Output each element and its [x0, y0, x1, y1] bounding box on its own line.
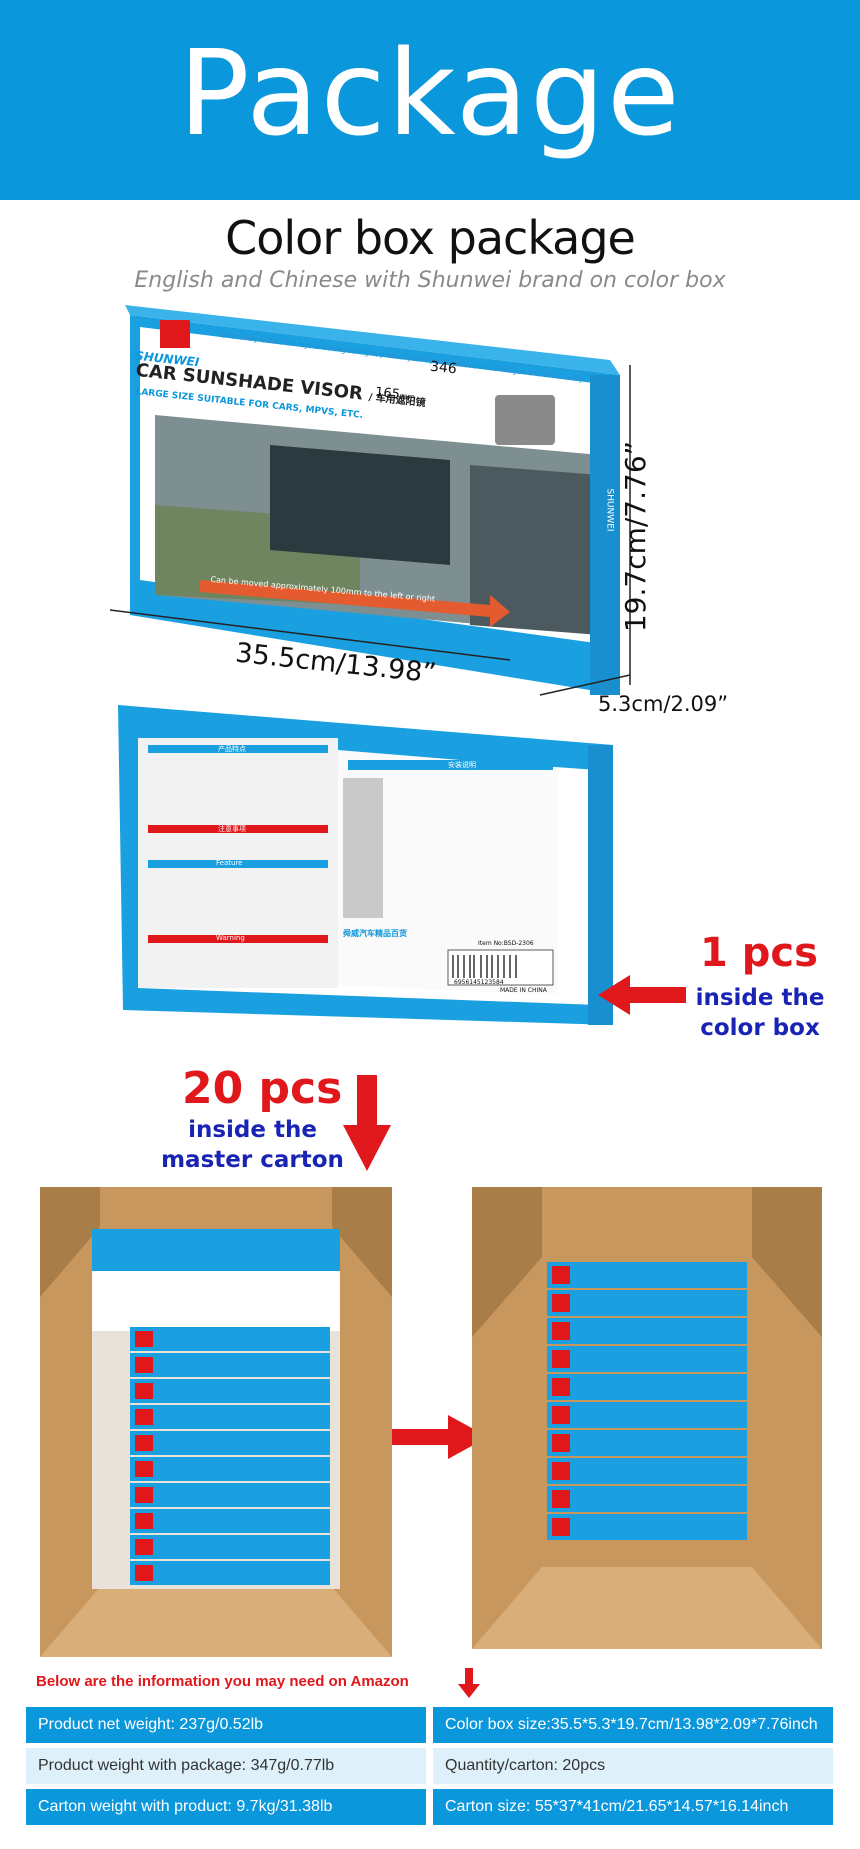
arrow-left-icon — [598, 975, 686, 1015]
page-title: Package — [178, 24, 682, 162]
back-heading-notes: 注意事项 — [218, 825, 246, 833]
info-row-quantity: Quantity/carton: 20pcs — [433, 1748, 833, 1784]
carton-left-drawing — [40, 1187, 392, 1657]
info-row-package-weight: Product weight with package: 347g/0.77lb — [26, 1748, 426, 1784]
twenty-pcs-line1: inside the — [188, 1117, 317, 1143]
arrow-down-small-icon — [458, 1668, 480, 1698]
section-note: English and Chinese with Shunwei brand o… — [134, 268, 726, 293]
dimension-height: 19.7cm/7.76” — [619, 440, 653, 633]
back-heading-feature-en: Feature — [216, 859, 243, 867]
visor-width-label: 346 — [429, 359, 457, 378]
twenty-pcs-line2: master carton — [161, 1147, 344, 1173]
info-row-box-size: Color box size:35.5*5.3*19.7cm/13.98*2.0… — [433, 1707, 833, 1743]
box-side-brand: SHUNWEI — [604, 488, 615, 532]
visor-unit: mm — [399, 391, 416, 403]
one-pcs-count: 1 pcs — [700, 930, 818, 976]
info-row-carton-weight: Carton weight with product: 9.7kg/31.38l… — [26, 1789, 426, 1825]
arrow-down-icon — [343, 1075, 391, 1171]
color-box-back-image: 产品特点 注意事项 Feature Warning 安装说明 舜威汽车精品百货 … — [118, 700, 618, 1025]
back-heading-install: 安装说明 — [448, 761, 476, 769]
back-item-no: Item No:BSD-2306 — [478, 940, 534, 947]
back-heading-warning: Warning — [216, 934, 245, 942]
info-row-net-weight: Product net weight: 237g/0.52lb — [26, 1707, 426, 1743]
twenty-pcs-count: 20 pcs — [182, 1063, 343, 1114]
color-box-front-drawing — [109, 305, 631, 696]
info-row-carton-size: Carton size: 55*37*41cm/21.65*14.57*16.1… — [433, 1789, 833, 1825]
back-barcode-number: 6956145123584 — [454, 979, 504, 986]
carton-right-drawing — [472, 1187, 822, 1649]
dimension-depth: 5.3cm/2.09” — [598, 692, 729, 716]
master-carton-photo-right — [472, 1187, 822, 1649]
arrow-right-icon — [392, 1415, 488, 1459]
back-company: 舜威汽车精品百货 — [343, 929, 407, 938]
one-pcs-line1: inside the — [695, 985, 825, 1011]
color-box-front-image: SHUNWEI Effectively isolate UV rays or s… — [109, 305, 650, 715]
info-title: Below are the information you may need o… — [36, 1673, 409, 1690]
back-heading-features: 产品特点 — [218, 745, 246, 753]
one-pcs-line2: color box — [700, 1015, 820, 1041]
master-carton-photo-left — [40, 1187, 392, 1657]
visor-height-value: 165 — [374, 384, 401, 403]
section-title: Color box package — [225, 211, 636, 265]
color-box-back-drawing — [118, 705, 613, 1025]
back-made-in: MADE IN CHINA — [500, 987, 547, 994]
header-banner: Package — [0, 0, 860, 200]
visor-width-value: 346 — [429, 358, 458, 378]
